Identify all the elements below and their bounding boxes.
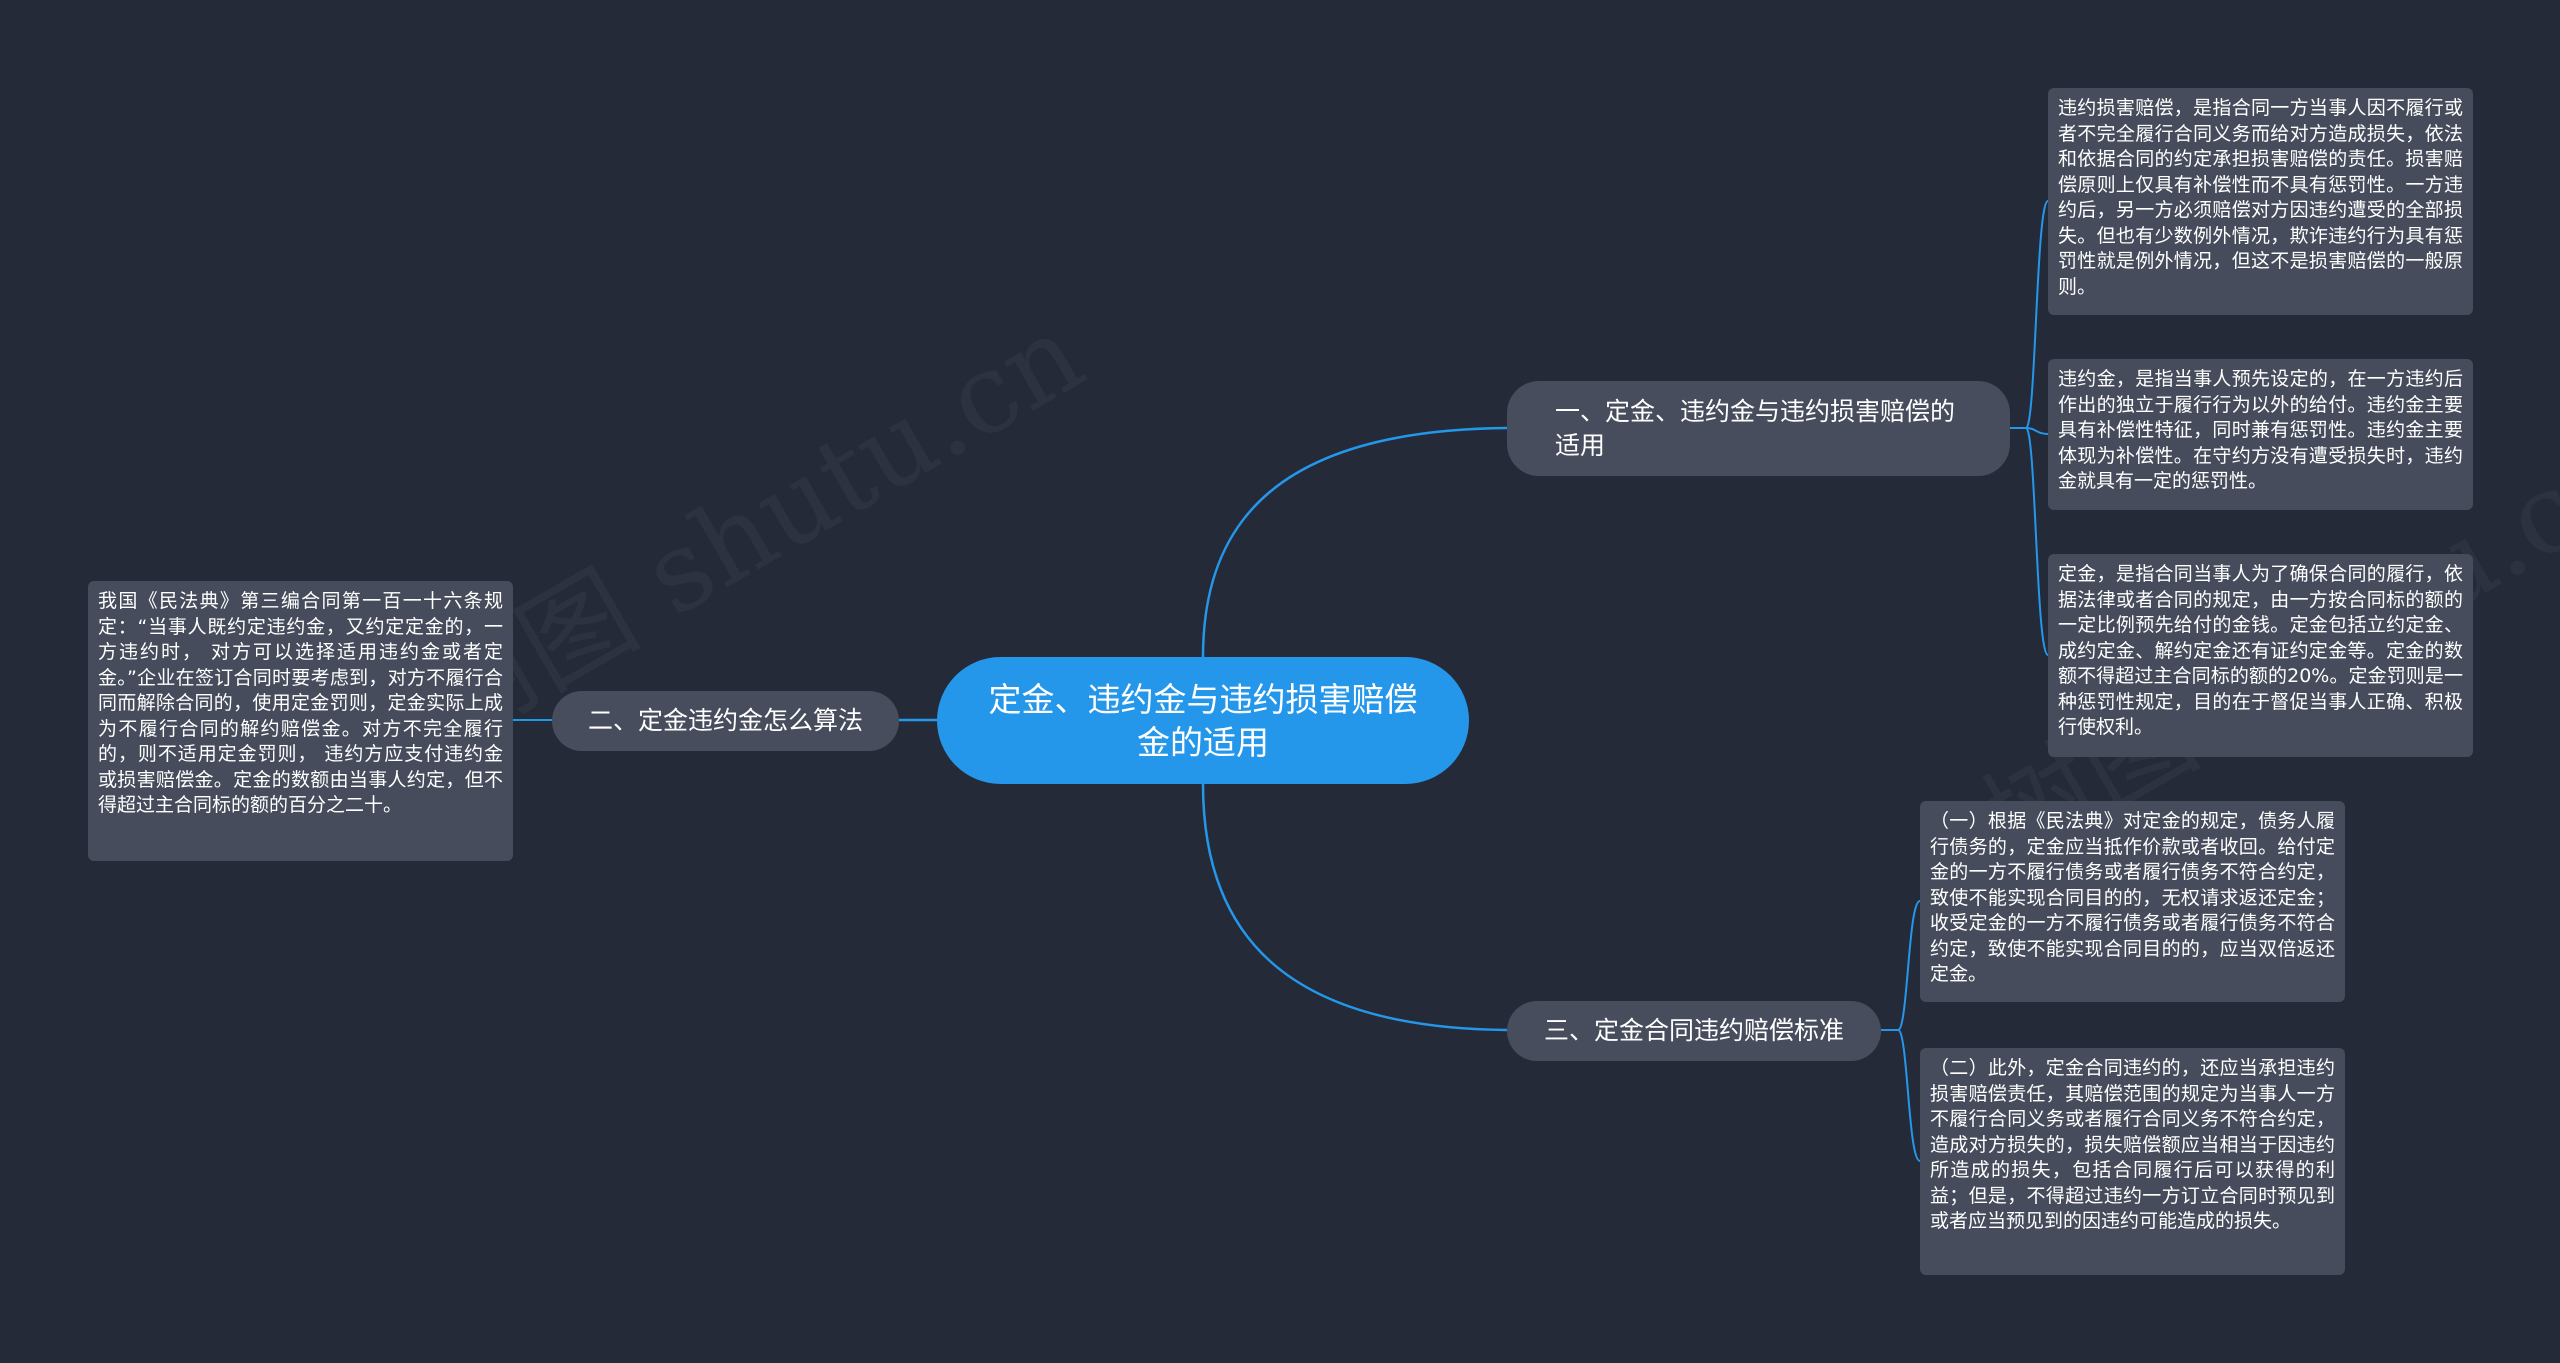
branch-topic-2[interactable]: 二、定金违约金怎么算法: [552, 691, 899, 751]
connector-root-branch-1: [1201, 426, 1508, 658]
connector-root-branch-3: [1201, 783, 1508, 1032]
connector-branch-1-leaf-1: [2010, 200, 2049, 429]
connector-branch-3-leaf-1: [1881, 900, 1921, 1031]
branch-topic-label: 三、定金合同违约赔偿标准: [1543, 1016, 1844, 1045]
leaf-topic-damages[interactable]: 违约损害赔偿，是指合同一方当事人因不履行或者不完全履行合同义务而给对方造成损失，…: [2048, 88, 2473, 315]
branch-topic-1[interactable]: 一、定金、违约金与违约损害赔偿的适用: [1507, 381, 2010, 476]
branch-topic-label: 二、定金违约金怎么算法: [587, 706, 863, 735]
leaf-topic-standard-1[interactable]: （一）根据《民法典》对定金的规定，债务人履行债务的，定金应当抵作价款或者收回。给…: [1920, 801, 2345, 1002]
leaf-topic-standard-2[interactable]: （二）此外，定金合同违约的，还应当承担违约损害赔偿责任，其赔偿范围的规定为当事人…: [1920, 1048, 2345, 1275]
leaf-topic-deposit[interactable]: 定金，是指合同当事人为了确保合同的履行，依据法律或者合同的规定，由一方按合同标的…: [2048, 554, 2473, 757]
leaf-topic-calculation[interactable]: 我国《民法典》第三编合同第一百一十六条规定：“当事人既约定违约金，又约定定金的，…: [88, 581, 513, 861]
root-topic[interactable]: 定金、违约金与违约损害赔偿金的适用: [937, 657, 1469, 784]
connector-branch-3-leaf-2: [1881, 1029, 1921, 1162]
connector-branch-1-leaf-3: [2010, 427, 2049, 656]
branch-topic-3[interactable]: 三、定金合同违约赔偿标准: [1507, 1001, 1881, 1061]
branch-topic-label: 一、定金、违约金与违约损害赔偿的适用: [1555, 396, 1956, 460]
root-topic-label: 定金、违约金与违约损害赔偿金的适用: [988, 679, 1418, 762]
leaf-topic-penalty[interactable]: 违约金，是指当事人预先设定的，在一方违约后作出的独立于履行行为以外的给付。违约金…: [2048, 359, 2473, 510]
